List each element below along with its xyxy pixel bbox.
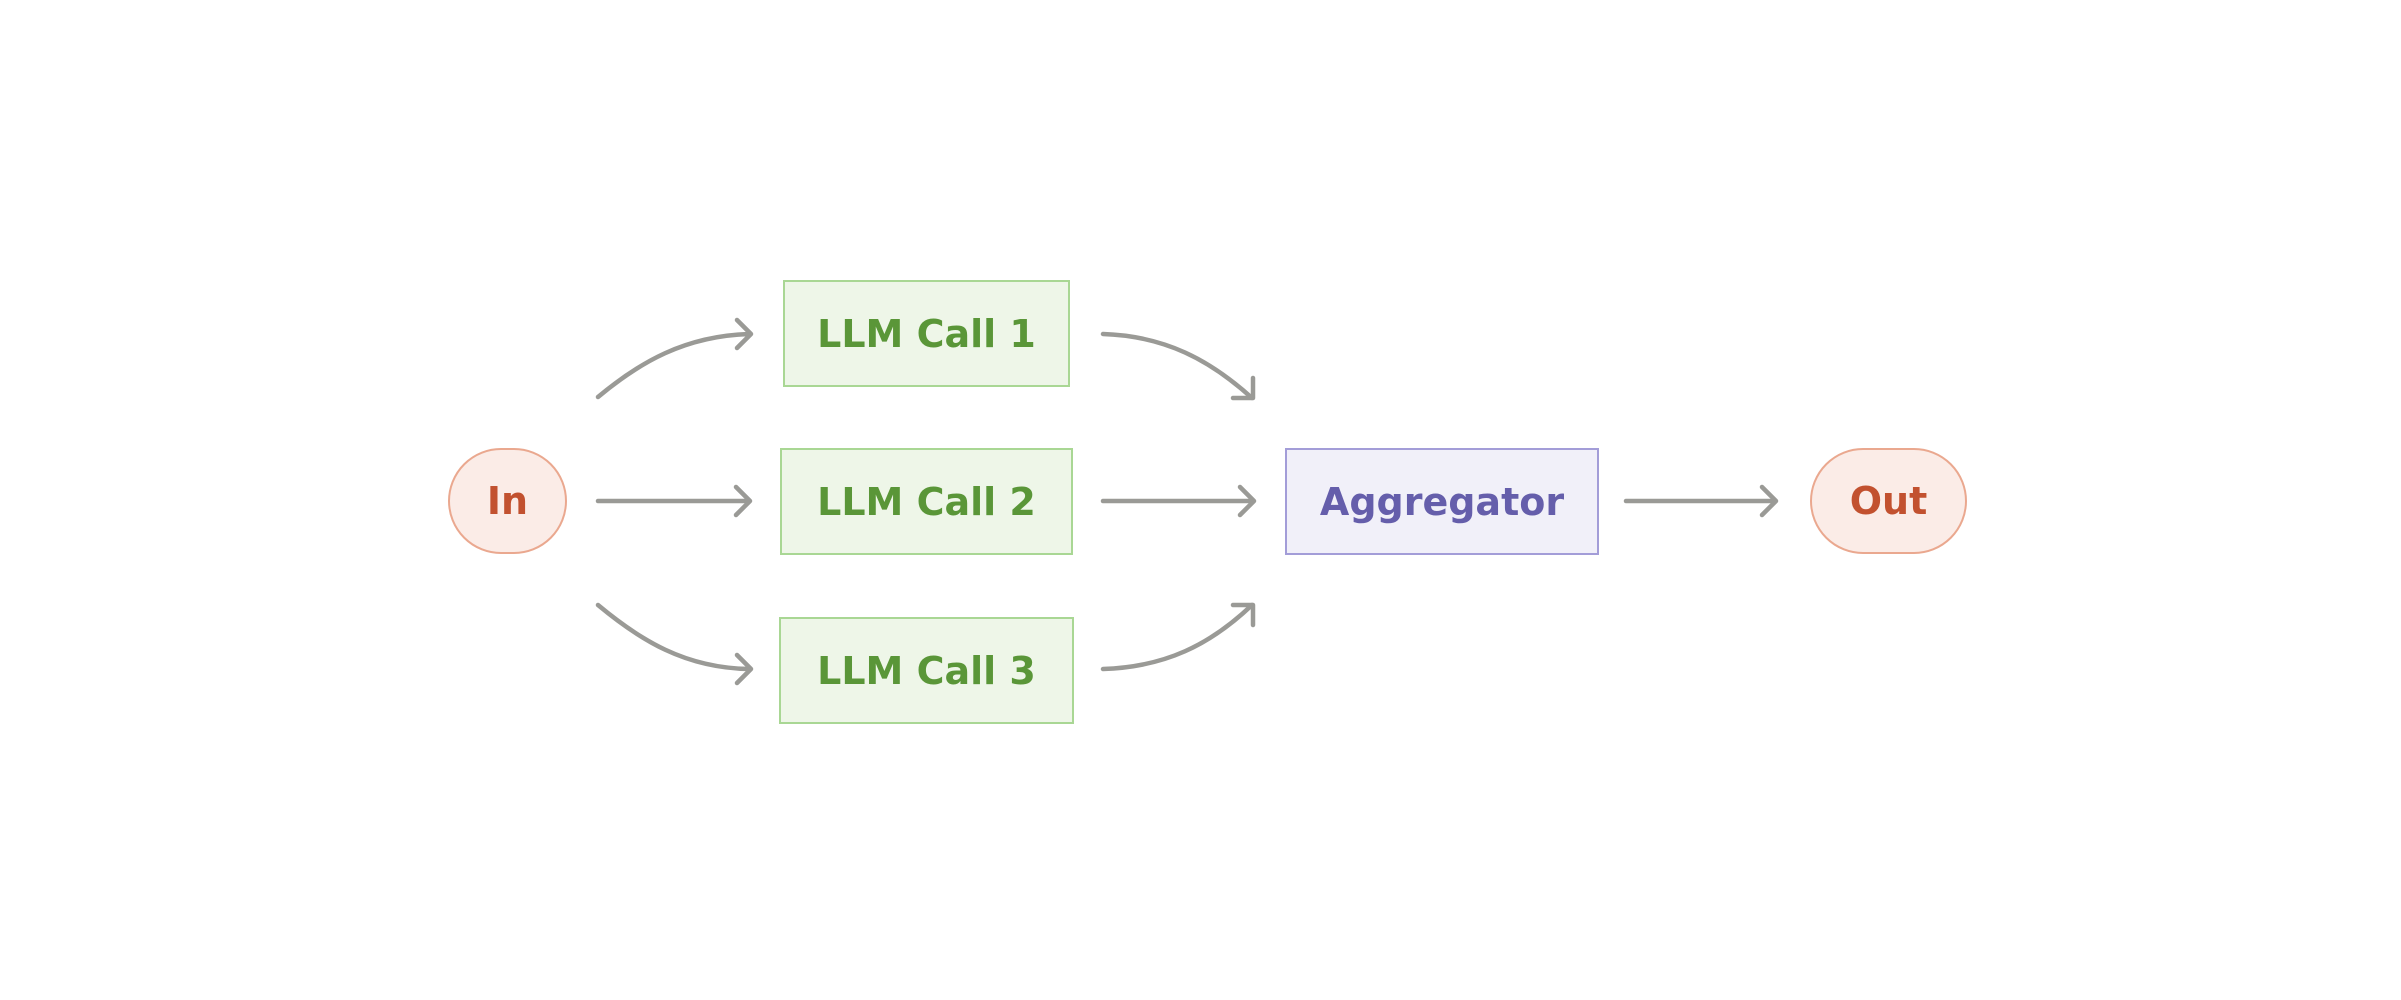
- arrowhead-llm-call-3: [734, 652, 754, 686]
- llm-call-2-node: LLM Call 2: [780, 448, 1073, 555]
- arrowhead-llm-call-2: [733, 484, 753, 518]
- edge-in-to-llm-call-1: [595, 331, 752, 400]
- edge-llm-call-3-to-aggregator: [1100, 602, 1255, 672]
- llm-call-2-label: LLM Call 2: [817, 479, 1036, 524]
- arrowhead-aggregator-top: [1230, 375, 1256, 401]
- edge-llm-call-1-to-aggregator: [1100, 331, 1255, 401]
- output-node: Out: [1810, 448, 1967, 554]
- arrowhead-aggregator-middle: [1237, 484, 1257, 518]
- llm-call-1-node: LLM Call 1: [783, 280, 1070, 387]
- arrowhead-aggregator-bottom: [1230, 602, 1256, 628]
- llm-call-3-label: LLM Call 3: [817, 648, 1036, 693]
- edge-in-to-llm-call-3: [595, 602, 752, 672]
- output-node-label: Out: [1849, 479, 1928, 523]
- input-node-label: In: [486, 479, 529, 523]
- aggregator-node: Aggregator: [1285, 448, 1599, 555]
- arrowhead-llm-call-1: [734, 317, 754, 351]
- input-node: In: [448, 448, 567, 554]
- arrowhead-out: [1759, 484, 1779, 518]
- llm-call-3-node: LLM Call 3: [779, 617, 1074, 724]
- llm-call-1-label: LLM Call 1: [817, 311, 1036, 356]
- aggregator-label: Aggregator: [1319, 479, 1565, 524]
